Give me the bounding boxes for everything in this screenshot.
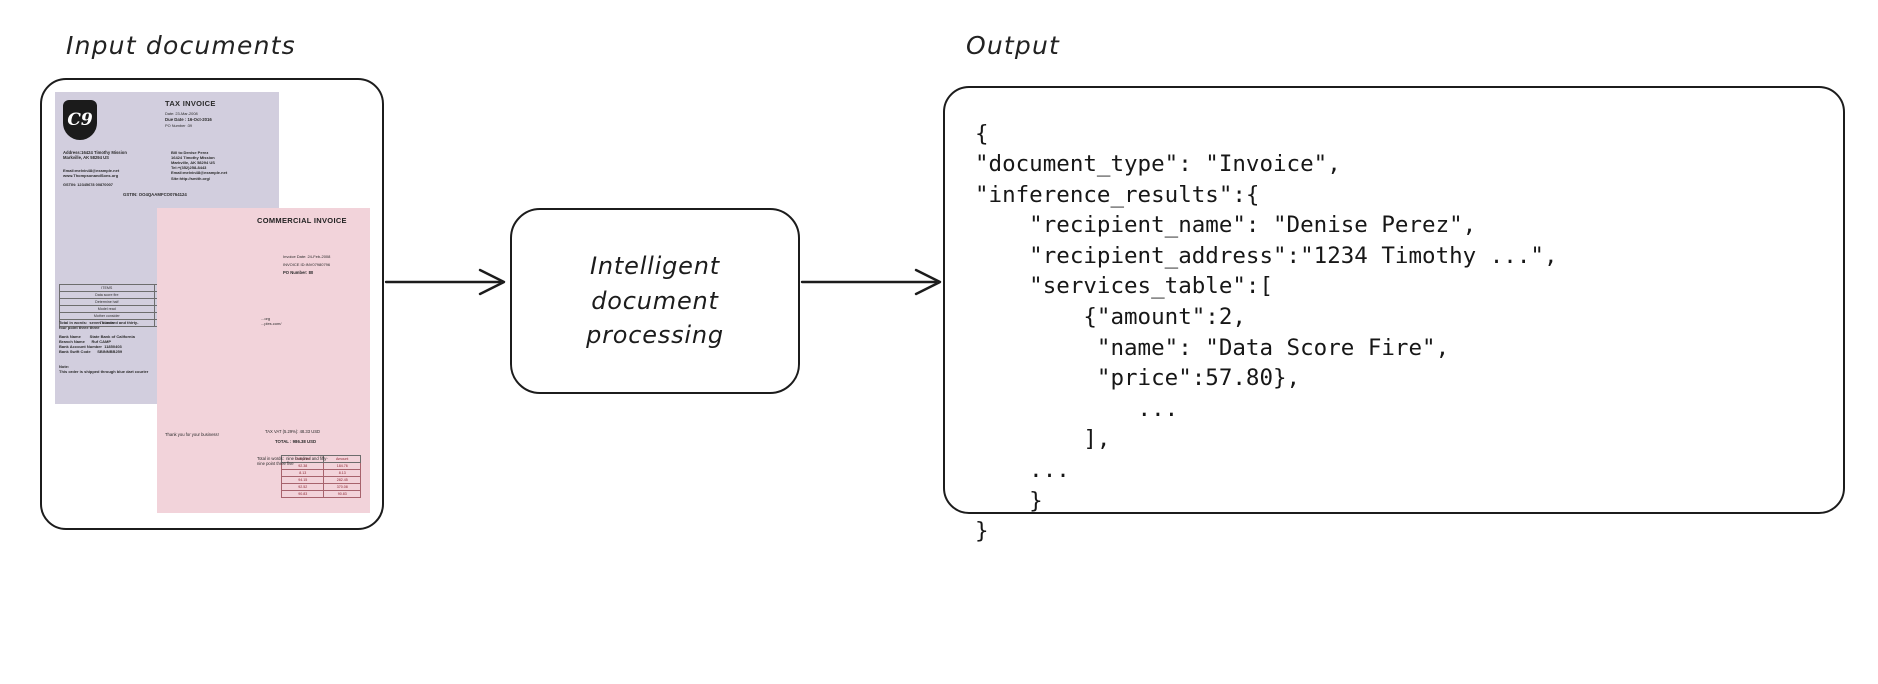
- table-cell: Determine half: [59, 298, 155, 306]
- table-cell: 8.13: [323, 469, 361, 477]
- table-cell: 370.08: [323, 483, 361, 491]
- table-cell: 90.83: [280, 490, 325, 498]
- processing-step-label: Intelligent document processing: [586, 251, 724, 350]
- tax-invoice-date: Date: 23-Mar-2008: [165, 111, 198, 116]
- output-json-code: { "document_type": "Invoice", "inference…: [975, 120, 1558, 545]
- document-thumbnail-commercial-invoice[interactable]: COMMERCIAL INVOICE Invoice Date: 24-Feb-…: [157, 208, 370, 513]
- col-items: ITEMS: [59, 284, 155, 292]
- tax-invoice-po-number: PO Number :39: [165, 123, 193, 128]
- commercial-invoice-date: Invoice Date: 24-Feb-2008: [283, 254, 331, 259]
- processing-step-box: [510, 208, 800, 394]
- table-cell: Mother consider: [59, 312, 155, 320]
- tax-invoice-due-date: Due Date : 16-Oct-2016: [165, 117, 212, 122]
- tax-invoice-bill-to: Bill to:Denise Perez 16424 Timothy Missi…: [171, 150, 228, 181]
- commercial-invoice-po-number: PO Number: 80: [283, 270, 314, 275]
- output-label: Output: [966, 31, 1061, 60]
- arrow-input-to-process: [384, 262, 514, 306]
- col-amount: Amount: [323, 455, 361, 463]
- input-documents-label: Input documents: [66, 31, 296, 60]
- table-cell: 282.45: [323, 476, 361, 484]
- tax-invoice-sender-contact: Email:melvin48@example.net www.Thompsona…: [63, 168, 120, 179]
- commercial-invoice-total: TOTAL : 986.38 USD: [275, 439, 317, 444]
- table-cell: 8.13: [280, 469, 325, 477]
- commercial-invoice-id: INVOICE ID:INV07980796: [283, 262, 331, 267]
- arrow-process-to-output: [800, 262, 950, 306]
- commercial-invoice-contact: ...org ...ples.com/: [261, 316, 282, 327]
- table-cell: 90.83: [323, 490, 361, 498]
- tax-invoice-sender-address: Address:16424 Timothy Mission Markville,…: [63, 150, 127, 161]
- tax-invoice-gstin-left: GSTIN: 12345678 00870007: [63, 182, 113, 187]
- tax-invoice-total-in-words: Total in words: seven hundred and thirty…: [59, 320, 139, 331]
- commercial-invoice-total-in-words: Total in words: nine hundred and fifty- …: [257, 456, 328, 467]
- commercial-invoice-title: COMMERCIAL INVOICE: [257, 216, 347, 225]
- tax-invoice-note: Note: This order is shipped through blue…: [59, 364, 149, 375]
- commercial-invoice-thank-you: Thank you for your business!: [165, 432, 219, 437]
- company-logo-icon: C9: [63, 100, 97, 140]
- table-cell: 184.76: [323, 462, 361, 470]
- output-panel: [943, 86, 1845, 514]
- commercial-invoice-tax-vat: TAX VAT (5.29%): 48.33 USD: [265, 429, 321, 434]
- table-cell: 92.52: [280, 483, 325, 491]
- tax-invoice-title: TAX INVOICE: [165, 99, 216, 108]
- tax-invoice-bank-details: Bank Name State Bank of California Branc…: [59, 334, 135, 355]
- tax-invoice-gstin-center: GSTIN: OO4QAAMFCO0764124: [123, 192, 187, 197]
- table-cell: Model read: [59, 305, 155, 313]
- table-cell: 94.15: [280, 476, 325, 484]
- table-cell: Data score fire: [59, 291, 155, 299]
